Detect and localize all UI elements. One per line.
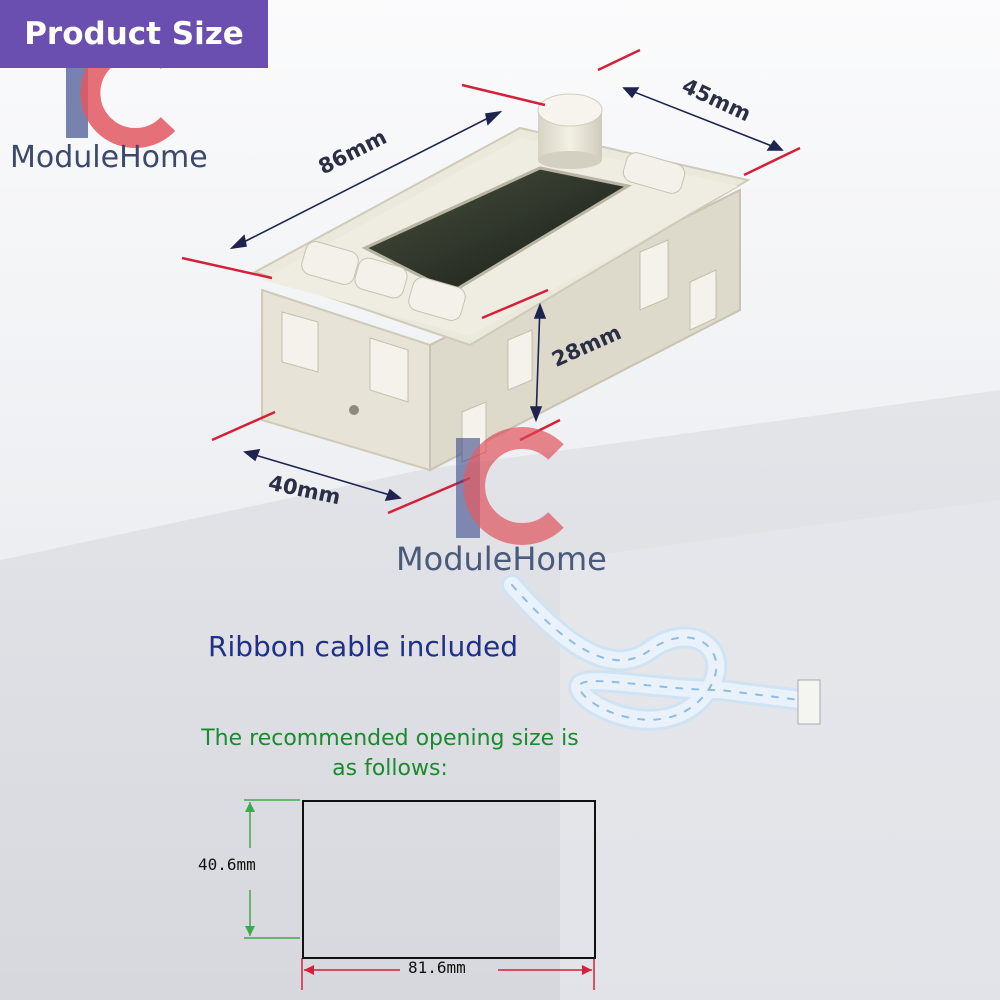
dimension-lines xyxy=(181,48,801,515)
opening-height-label: 40.6mm xyxy=(198,855,256,874)
rotary-knob xyxy=(537,93,603,169)
ribbon-caption: Ribbon cable included xyxy=(208,630,519,663)
opening-guides xyxy=(244,799,595,990)
ribbon-cable xyxy=(501,574,821,731)
watermark-brand-top: ModuleHome xyxy=(10,140,208,175)
opening-rectangle xyxy=(302,800,596,959)
watermark-logo-middle xyxy=(456,427,564,545)
module-buttons xyxy=(301,152,686,321)
dimension-arrows xyxy=(229,87,784,501)
watermark-brand-middle: ModuleHome xyxy=(396,540,607,578)
banner-title: Product Size xyxy=(24,16,244,52)
product-size-banner: Product Size xyxy=(0,0,268,68)
opening-caption: The recommended opening size is as follo… xyxy=(201,726,579,781)
opening-width-label: 81.6mm xyxy=(408,958,466,977)
